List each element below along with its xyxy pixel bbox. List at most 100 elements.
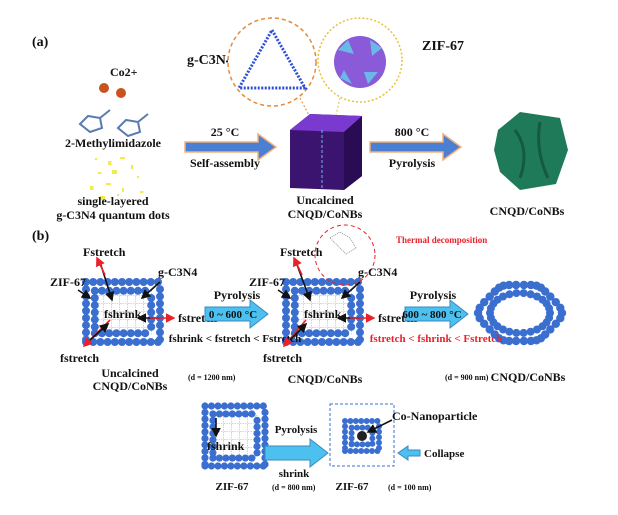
zif-dot	[105, 329, 114, 338]
c-shrink: shrink	[279, 468, 310, 480]
zif-dot	[480, 298, 489, 307]
quantum-dot	[120, 157, 125, 159]
zif-dot	[519, 328, 528, 337]
zif-dot	[356, 299, 364, 308]
zif-dot	[253, 429, 261, 437]
zif-dot	[318, 278, 326, 286]
zif-dot	[480, 319, 489, 328]
zif-dot	[82, 299, 90, 308]
zif-dot	[339, 278, 348, 286]
zif-dot	[352, 448, 359, 454]
zif-dot	[545, 304, 554, 313]
zif-dot	[356, 306, 364, 315]
zif-dot	[96, 338, 105, 346]
zif-dot	[512, 289, 521, 298]
zif-dot	[154, 278, 162, 286]
zif-dot	[363, 448, 370, 454]
zif-dot	[156, 321, 164, 330]
zif-dot	[551, 319, 560, 328]
zif-dot	[261, 415, 269, 423]
zif-dot	[485, 325, 494, 334]
zif-dot	[134, 329, 142, 338]
zif-dot	[207, 402, 216, 410]
diameter-1: (d = 1200 nm)	[188, 373, 236, 382]
zif-dot	[546, 292, 555, 301]
zif-dot	[354, 278, 362, 286]
b2-temp: 600 ~ 800 °C	[402, 309, 461, 321]
c-d-right: (d = 100 nm)	[388, 483, 432, 492]
cube-label-line1: Uncalcined	[296, 193, 354, 207]
zif-dot	[253, 449, 261, 457]
cube-label-line2: CNQD/CoNBs	[288, 207, 363, 221]
zif-dot	[112, 329, 121, 338]
thermal-decomposition-circle	[314, 224, 376, 286]
zif-dot	[259, 402, 267, 410]
zif-dot	[220, 402, 229, 410]
zif-dot	[139, 278, 148, 286]
zif-dot	[228, 410, 236, 418]
zif-dot	[125, 278, 134, 286]
quantum-dot	[131, 165, 133, 169]
zif-dot	[369, 440, 376, 447]
gcn-label: g-C3N4	[187, 53, 233, 68]
zif-dot	[82, 328, 90, 337]
zif-dot	[201, 441, 209, 449]
zif-dot	[282, 306, 290, 315]
zif-dot	[296, 338, 305, 346]
zif-dot	[215, 410, 223, 418]
zif-dot	[526, 336, 536, 346]
cube-icon	[290, 114, 362, 190]
zif-dot	[82, 335, 90, 344]
zif-dot	[303, 278, 312, 286]
zif-dot	[220, 462, 229, 470]
zif-dot	[369, 418, 375, 424]
zif-dot	[209, 410, 217, 418]
zif-small-particle	[342, 418, 382, 454]
zif-dot	[490, 330, 499, 339]
zif-dot	[98, 286, 106, 295]
zif-dot	[90, 322, 99, 331]
zif-dot	[347, 301, 356, 310]
zif-dot	[156, 299, 164, 308]
collapse-box	[329, 403, 395, 467]
gcn-label-1: g-C3N4	[158, 265, 197, 279]
quantum-dot	[95, 158, 97, 160]
zif-dot	[282, 321, 290, 330]
zif-dot	[253, 423, 261, 431]
calcined-product-icon	[494, 112, 568, 190]
zif-dot	[334, 286, 342, 295]
zif-dot	[376, 428, 382, 435]
zif-dot	[139, 338, 148, 346]
state1-line1: Uncalcined	[101, 366, 159, 380]
f-shrink-label-1: fshrink	[104, 307, 142, 321]
zif-dot	[146, 338, 155, 346]
zif-dot	[282, 299, 290, 308]
zif-dot	[126, 329, 135, 338]
zif-label: ZIF-67	[422, 39, 464, 54]
zif-dot	[209, 416, 217, 424]
zif-dot	[290, 315, 299, 324]
zif-dot	[90, 308, 99, 317]
zif-dot	[156, 285, 164, 294]
zif-dot	[235, 410, 243, 418]
c-zif-right: ZIF-67	[336, 481, 370, 493]
co-ion	[116, 88, 126, 98]
zif-dot	[215, 454, 223, 462]
zif-dot	[209, 449, 217, 457]
zif-dot	[90, 294, 99, 302]
zif-dot	[201, 454, 209, 462]
zif-dot	[119, 286, 128, 295]
zif-dot	[82, 306, 90, 315]
quantum-dot	[140, 191, 144, 193]
gcn-zoom-circle	[227, 17, 317, 107]
zif-dot	[352, 418, 359, 424]
zif-dot	[303, 338, 312, 346]
zif-dot	[240, 402, 248, 410]
zif-dot	[356, 321, 364, 330]
b2-pyrolysis: Pyrolysis	[410, 288, 457, 302]
quantum-dot	[106, 183, 111, 185]
collapse-arrow	[397, 445, 421, 461]
state1-line2: CNQD/CoNBs	[93, 379, 168, 393]
panel-b-label: (b)	[32, 229, 49, 244]
